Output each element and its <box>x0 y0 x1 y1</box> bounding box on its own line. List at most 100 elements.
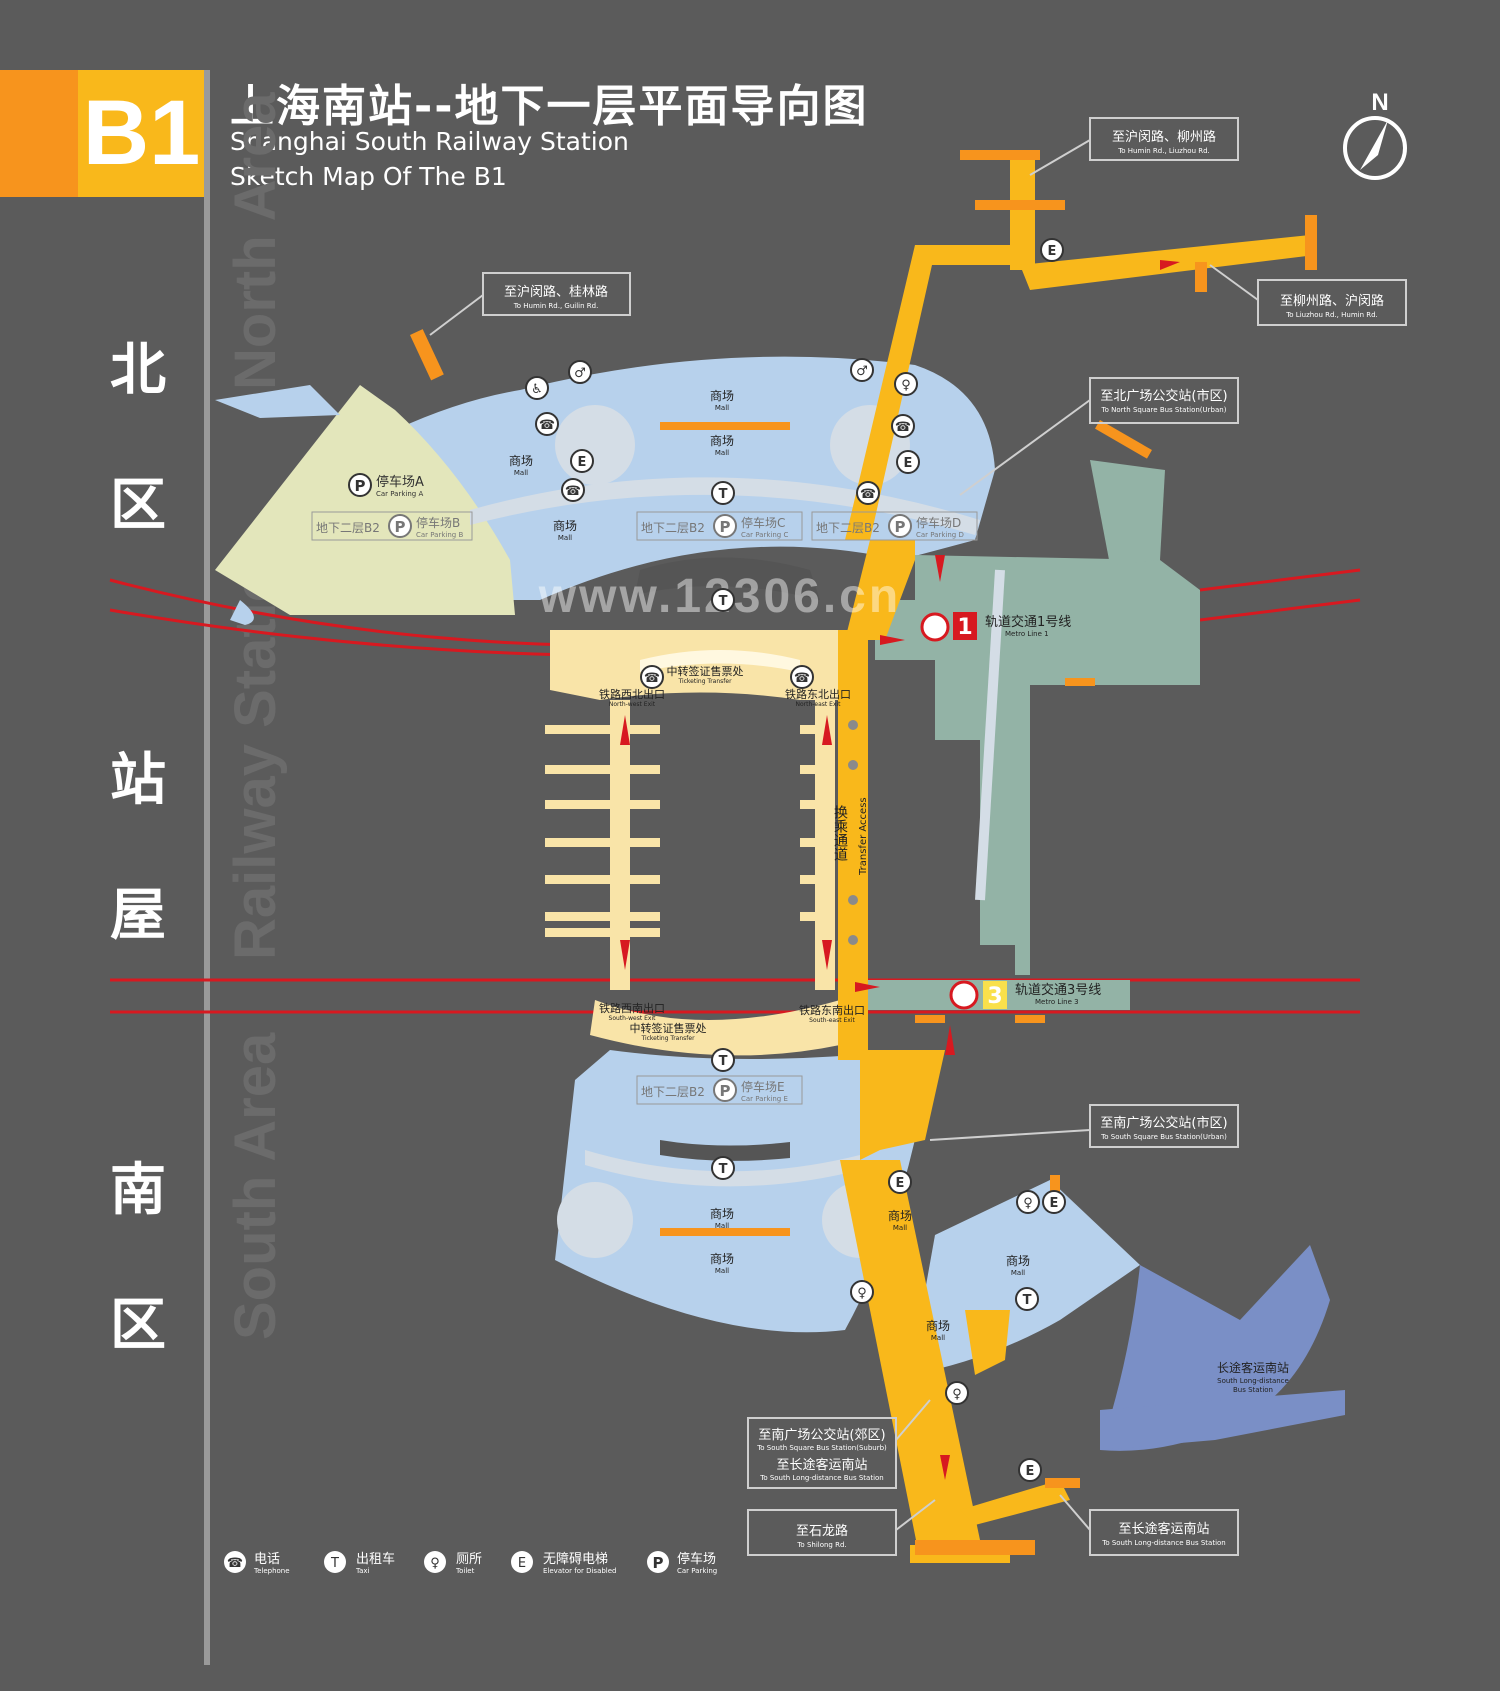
page-subtitle-1: Shanghai South Railway Station <box>230 127 629 156</box>
legend-item-elevator: E 无障碍电梯 Elevator for Disabled <box>511 1551 617 1575</box>
svg-text:地下二层B2: 地下二层B2 <box>316 521 380 535</box>
south-void <box>660 1140 790 1161</box>
level-badge: B1 <box>0 70 205 197</box>
callout-north-bus-en: To North Square Bus Station(Urban) <box>1101 406 1227 414</box>
svg-text:♀: ♀ <box>1023 1196 1033 1211</box>
svg-text:♂: ♂ <box>856 364 868 379</box>
mall-label-south-2-en: Mall <box>715 1267 729 1275</box>
svg-text:☎: ☎ <box>860 487 876 502</box>
ticketing-south-label: 中转签证售票处 <box>630 1021 707 1035</box>
elevator-icon: E <box>570 449 594 473</box>
side-label-wu: 屋 <box>110 883 166 948</box>
taxi-icon: T <box>711 1156 735 1180</box>
page-title: 上海南站--地下一层平面导向图 <box>230 81 869 132</box>
mall-label-north-1: 商场 <box>710 388 734 403</box>
taxi-icon: T <box>711 481 735 505</box>
svg-text:停车场B: 停车场B <box>416 515 460 530</box>
phone-icon: ☎ <box>535 412 559 436</box>
svg-text:停车场E: 停车场E <box>741 1079 785 1094</box>
phone-icon: ☎ <box>561 478 585 502</box>
mall-label-north-3-en: Mall <box>514 469 528 477</box>
exit-nw-label-en: North-west Exit <box>609 701 656 708</box>
callout-humin-liuzhou-en: To Humin Rd., Liuzhou Rd. <box>1117 147 1210 155</box>
toilet-icon: ♂ <box>850 358 874 382</box>
parking-c-label: 地下二层B2 P 停车场C Car Parking C <box>636 511 803 541</box>
metro-line-1-area <box>875 555 1200 975</box>
exit-ne-label: 铁路东北出口 <box>785 687 851 701</box>
mall-label-north-2: 商场 <box>710 433 734 448</box>
svg-text:P: P <box>895 518 906 536</box>
mall-label-south-2: 商场 <box>710 1251 734 1266</box>
parking-b-label: 地下二层B2 P 停车场B Car Parking B <box>311 511 473 541</box>
left-divider <box>204 70 210 1665</box>
elevator-icon: E <box>896 450 920 474</box>
long-distance-passage <box>1100 1390 1345 1450</box>
svg-text:Car Parking C: Car Parking C <box>741 531 788 539</box>
north-area-watermark: North Area <box>223 92 288 390</box>
svg-text:P: P <box>720 1082 731 1100</box>
parking-a-label: P 停车场A Car Parking A <box>348 473 424 498</box>
toilet-icon: ♀ <box>430 1556 440 1571</box>
exit-sw-label: 铁路西南出口 <box>599 1001 665 1015</box>
svg-text:E: E <box>896 1176 905 1191</box>
svg-text:E: E <box>1026 1464 1035 1479</box>
compass-letter: N <box>1371 89 1388 116</box>
legend-item-toilet: ♀ 厕所 Toilet <box>424 1551 482 1575</box>
svg-text:P: P <box>355 477 366 495</box>
svg-text:T: T <box>719 594 728 609</box>
parking-a-area <box>215 385 515 615</box>
transfer-access-label-en: Transfer Access <box>858 797 869 876</box>
ticketing-north-label-en: Ticketing Transfer <box>677 678 732 685</box>
west-passage <box>230 600 254 625</box>
elevator-icon: E <box>1042 1190 1066 1214</box>
callout-long-distance-1: 至长途客运南站 <box>776 1457 867 1473</box>
svg-text:P: P <box>395 518 406 536</box>
legend: ☎ 电话 Telephone T 出租车 Taxi ♀ 厕所 Toilet E … <box>224 1551 717 1575</box>
svg-text:Car Parking A: Car Parking A <box>376 490 423 498</box>
callout-humin-guilin: 至沪闵路、桂林路 <box>504 284 608 300</box>
svg-text:☎: ☎ <box>644 671 660 686</box>
exit-nw-label: 铁路西北出口 <box>599 687 665 701</box>
svg-text:Taxi: Taxi <box>355 1567 370 1575</box>
callout-shilong-en: To Shilong Rd. <box>796 1541 846 1549</box>
svg-text:电话: 电话 <box>254 1552 280 1567</box>
svg-text:♂: ♂ <box>574 366 586 381</box>
legend-item-taxi: T 出租车 Taxi <box>324 1551 395 1575</box>
mall-label-south-5: 商场 <box>926 1318 950 1333</box>
toilet-icon: ♀ <box>894 372 918 396</box>
svg-text:T: T <box>719 1054 728 1069</box>
svg-text:E: E <box>578 455 587 470</box>
long-distance-station-label-en-1: South Long-distance <box>1217 1377 1289 1385</box>
toilet-icon: ♀ <box>1016 1190 1040 1214</box>
svg-text:轨道交通3号线: 轨道交通3号线 <box>1015 982 1101 998</box>
parking-icon: P <box>653 1554 664 1572</box>
svg-text:♀: ♀ <box>952 1387 962 1402</box>
callout-south-bus-suburb: 至南广场公交站(郊区) <box>758 1427 885 1443</box>
taxi-icon: T <box>711 1048 735 1072</box>
svg-text:Toilet: Toilet <box>455 1567 475 1575</box>
long-distance-station-label-en-2: Bus Station <box>1233 1386 1273 1394</box>
platform-east <box>800 700 835 990</box>
elevator-icon: E <box>1018 1458 1042 1482</box>
svg-text:停车场: 停车场 <box>677 1551 716 1567</box>
north-void <box>635 557 820 600</box>
metro-1-north-entrance <box>1090 460 1165 565</box>
callout-south-bus-urban: 至南广场公交站(市区) <box>1100 1115 1227 1131</box>
toilet-icon: ♀ <box>945 1381 969 1405</box>
mall-label-south-1: 商场 <box>710 1206 734 1221</box>
phone-icon: ☎ <box>856 481 880 505</box>
phone-icon: ☎ <box>891 414 915 438</box>
svg-text:☎: ☎ <box>539 418 555 433</box>
side-label-bei: 北 <box>110 338 166 403</box>
phone-icon: ☎ <box>640 665 664 689</box>
svg-text:地下二层B2: 地下二层B2 <box>641 1085 705 1099</box>
svg-text:轨道交通1号线: 轨道交通1号线 <box>985 614 1071 630</box>
svg-text:Telephone: Telephone <box>253 1567 290 1575</box>
svg-text:出租车: 出租车 <box>356 1551 395 1567</box>
north-west-passage <box>215 385 340 418</box>
callout-boxes <box>429 117 1407 1556</box>
mall-label-south-5-en: Mall <box>931 1334 945 1342</box>
svg-text:Metro Line 3: Metro Line 3 <box>1035 998 1079 1006</box>
elevator-icon: E <box>888 1170 912 1194</box>
svg-text:T: T <box>719 1162 728 1177</box>
